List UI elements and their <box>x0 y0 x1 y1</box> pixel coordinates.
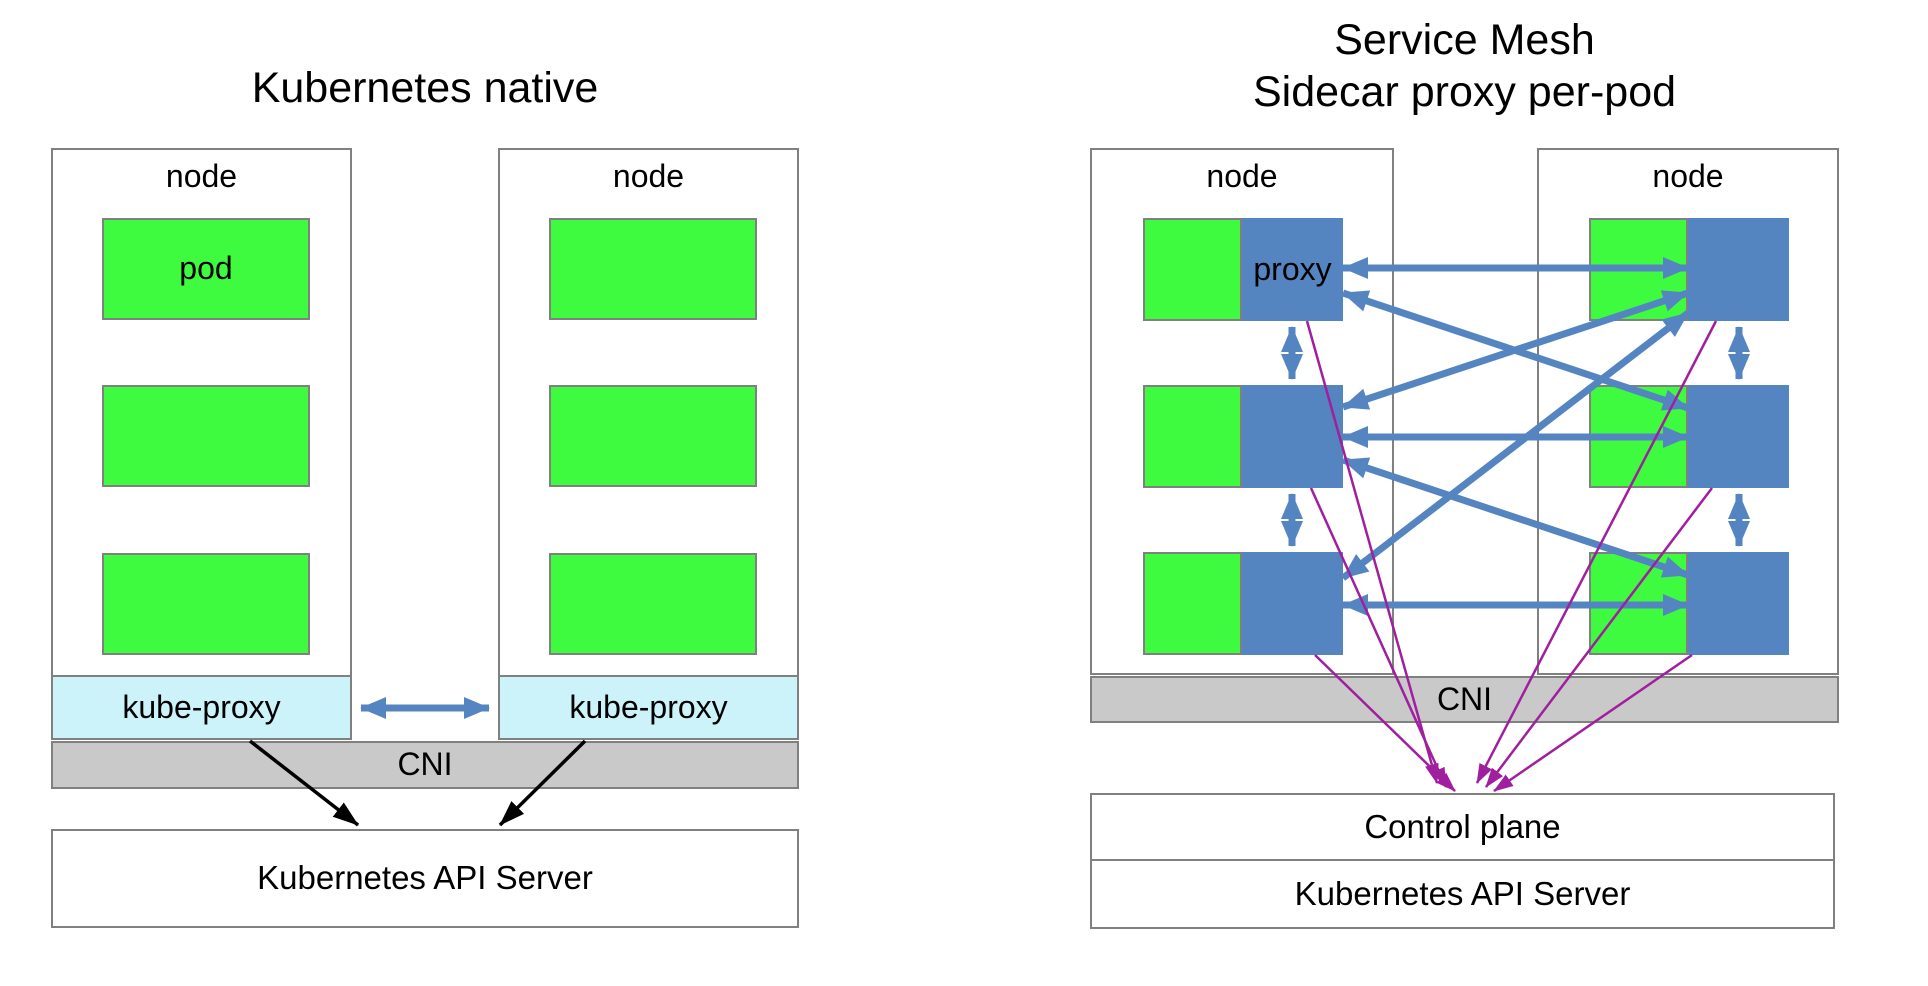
kube-proxy-bar: kube-proxy <box>51 675 352 740</box>
sidecar-proxy <box>1688 552 1789 655</box>
right-diagram-title: Service Mesh Sidecar proxy per-pod <box>1090 14 1839 118</box>
control-plane-box: Control plane <box>1090 793 1835 861</box>
pod <box>102 385 310 487</box>
right-api-server-box: Kubernetes API Server <box>1090 859 1835 929</box>
right-node-2-label: node <box>1652 158 1724 195</box>
pod <box>549 385 757 487</box>
pod <box>1143 385 1242 488</box>
sidecar-proxy <box>1688 218 1789 321</box>
sidecar-proxy <box>1688 385 1789 488</box>
pod: pod <box>102 218 310 320</box>
right-diagram-title-line2: Sidecar proxy per-pod <box>1252 68 1677 116</box>
pod <box>1589 218 1688 321</box>
pod <box>102 553 310 655</box>
pod <box>1589 385 1688 488</box>
left-cni-bar: CNI <box>51 741 799 789</box>
kube-proxy-bar: kube-proxy <box>498 675 799 740</box>
sidecar-proxy <box>1242 385 1343 488</box>
pod <box>549 218 757 320</box>
pod <box>1143 552 1242 655</box>
left-node-2-label: node <box>612 158 685 195</box>
left-api-server-box: Kubernetes API Server <box>51 829 799 928</box>
left-node-1-label: node <box>165 158 238 195</box>
pod <box>1589 552 1688 655</box>
left-diagram-title: Kubernetes native <box>251 64 599 112</box>
right-node-1-label: node <box>1206 158 1278 195</box>
right-diagram-title-line1: Service Mesh <box>1334 16 1595 64</box>
sidecar-proxy: proxy <box>1242 218 1343 321</box>
right-cni-bar: CNI <box>1090 676 1839 723</box>
pod <box>549 553 757 655</box>
pod <box>1143 218 1242 321</box>
sidecar-proxy <box>1242 552 1343 655</box>
